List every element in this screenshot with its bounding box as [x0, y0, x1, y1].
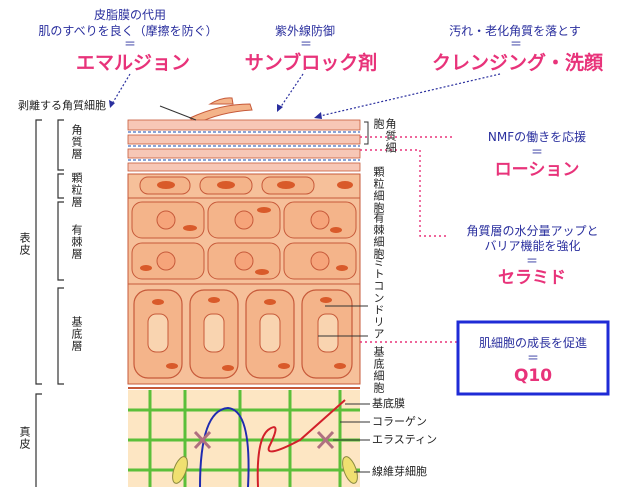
dermis-label: 真皮 [18, 426, 31, 450]
emulsion-title: エマルジョン [75, 52, 190, 74]
cleanse-label: 汚れ・老化角質を落とす [449, 24, 581, 38]
right-pointers [318, 305, 370, 473]
callout-connectors [360, 136, 458, 343]
elastin-fiber [199, 406, 250, 487]
equals-sign: ＝ [530, 145, 543, 159]
mitochondria-label: ミトコンドリア [372, 256, 385, 340]
ceramide-desc-2: バリア機能を強化 [484, 239, 581, 253]
granular-cell-label: 顆粒細胞 [372, 166, 385, 214]
arrow-head [109, 100, 115, 108]
spinous-cell-label: 有棘細胞 [372, 212, 385, 260]
peeling-flake [208, 97, 234, 105]
equals-sign: ＝ [299, 37, 312, 51]
stratum-corneum [127, 119, 361, 172]
peeling-label: 剥離する角質細胞 [18, 99, 106, 112]
uv-label: 紫外線防御 [274, 24, 335, 38]
dermis [128, 390, 360, 487]
sebum-desc: 肌のすべりを良く（摩擦を防ぐ） [38, 24, 218, 38]
lotion-title: ローション [494, 160, 580, 180]
equals-sign: ＝ [509, 37, 522, 51]
elastin-label: エラスティン [372, 433, 438, 446]
granular-label: 顆粒層 [70, 172, 83, 208]
left-brackets [35, 119, 64, 487]
q10-box [456, 320, 610, 396]
basal-cell-label: 基底細胞 [372, 346, 385, 394]
collagen-label: コラーゲン [372, 415, 427, 428]
cleansing-title: クレンジング・洗顔 [431, 52, 603, 74]
basal-label: 基底層 [70, 316, 83, 352]
peeling-flake [189, 103, 253, 125]
equals-sign: ＝ [526, 351, 539, 365]
ceramide-title: セラミド [498, 268, 566, 288]
elastin-fiber [256, 399, 346, 487]
q10-desc: 肌細胞の成長を促進 [478, 336, 587, 350]
arrow-head [314, 112, 322, 119]
basement-membrane-label: 基底膜 [372, 397, 405, 410]
spinous-layer [127, 197, 361, 285]
corneocyte-label: 角質細胞 [372, 118, 397, 154]
top-arrows [111, 73, 501, 117]
nmf-desc: NMFの働きを応援 [487, 130, 587, 144]
epidermis-label: 表皮 [18, 232, 31, 256]
ceramide-desc-1: 角質層の水分量アップと [466, 224, 599, 238]
stratum-corneum-label: 角質層 [70, 124, 83, 160]
peeling-pointer [159, 105, 197, 121]
basal-layer [127, 283, 361, 385]
arrow-head [277, 104, 283, 112]
fibroblast-label: 線維芽細胞 [372, 465, 427, 478]
q10-title: Q10 [513, 366, 553, 386]
granular-layer [127, 173, 361, 199]
spinous-label: 有棘層 [70, 224, 83, 260]
sunblock-title: サンブロック剤 [244, 52, 378, 74]
equals-sign: ＝ [123, 37, 136, 51]
sebum-label: 皮脂膜の代用 [93, 8, 166, 22]
equals-sign: ＝ [525, 254, 538, 268]
